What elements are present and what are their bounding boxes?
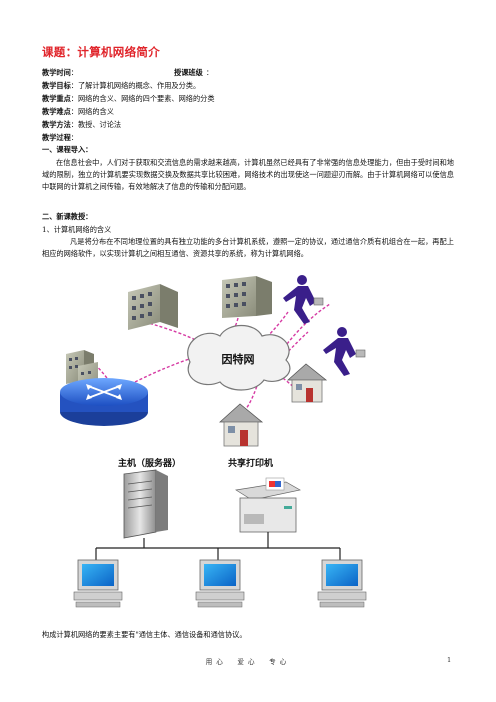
home-user-icon [286, 363, 328, 403]
network-diagram: 因特网 [60, 275, 367, 608]
workstation-icon [317, 559, 367, 608]
teaching-key-value: ：网络的含义、网络的四个要素、网络的分类 [70, 94, 215, 103]
teaching-difficulty-value: ：网络的含义 [70, 107, 114, 116]
class-value: ： [206, 68, 214, 77]
teaching-method-row: 教学方法：教授、讨论法 [42, 120, 121, 130]
teaching-goal-value: ：了解计算机网络的概念、作用及分类。 [70, 81, 201, 90]
teaching-process-row: 教学过程： [42, 133, 78, 143]
office-building-icon [128, 284, 178, 330]
tower-building-icon [222, 276, 272, 318]
lan-cables [95, 532, 341, 560]
class-label: 授课班级 [174, 68, 203, 77]
section1-body: 在信息社会中，人们对于获取和交流信息的需求越来越高，计算机虽然已经具有了非常强的… [42, 158, 454, 191]
teaching-goal-row: 教学目标：了解计算机网络的概念、作用及分类。 [42, 81, 200, 91]
cloud-label: 因特网 [222, 352, 255, 366]
page-number: 1 [447, 656, 452, 664]
teaching-difficulty-label: 教学难点 [42, 107, 71, 116]
home-office-icon [218, 403, 264, 447]
teaching-goal-label: 教学目标 [42, 81, 71, 90]
teaching-method-value: ：教授、讨论法 [70, 120, 122, 129]
teaching-time-row: 教学时间： 授课班级： [42, 68, 213, 78]
shared-printer-icon [235, 477, 301, 533]
teaching-key-row: 教学重点：网络的含义、网络的四个要素、网络的分类 [42, 94, 215, 104]
traveling-user-icon [323, 327, 366, 376]
mobile-user-icon [283, 275, 324, 324]
internet-cloud-icon: 因特网 [187, 324, 291, 391]
teaching-process-value: ： [70, 133, 78, 142]
server-label: 主机（服务器） [118, 457, 181, 469]
server-tower-icon [123, 469, 168, 539]
workstation-icon [195, 559, 245, 608]
teaching-time-label: 教学时间 [42, 68, 71, 77]
teaching-method-label: 教学方法 [42, 120, 71, 129]
teaching-process-label: 教学过程 [42, 133, 71, 142]
teaching-difficulty-row: 教学难点：网络的含义 [42, 107, 114, 117]
teaching-time-value: ： [70, 68, 78, 77]
section1-heading: 一、课程导入： [42, 145, 93, 154]
lesson-title: 课题：计算机网络简介 [42, 45, 160, 59]
router-icon [60, 378, 148, 426]
printer-label: 共享打印机 [228, 457, 273, 469]
teaching-key-label: 教学重点 [42, 94, 71, 103]
footer-motto: 用心 爱心 专心 [205, 658, 291, 666]
closing-sentence: 构成计算机网络的要素主要有"通信主体、通信设备和通信协议。 [42, 630, 247, 639]
section2-body: 凡是将分布在不同地理位置的具有独立功能的多台计算机系统，遵照一定的协议，通过通信… [42, 237, 454, 258]
workstation-icon [73, 559, 123, 608]
section2-subheading: 1、计算机网络的含义 [42, 225, 112, 234]
section2-heading: 二、新课教授： [42, 212, 93, 221]
